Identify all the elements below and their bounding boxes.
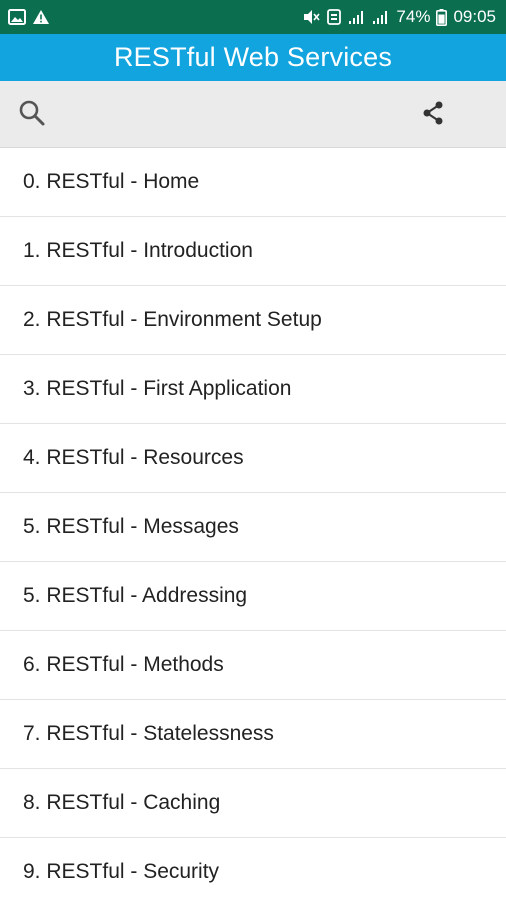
list-item-home[interactable]: 0. RESTful - Home <box>0 148 506 217</box>
list-item-label: 8. RESTful - Caching <box>23 791 221 814</box>
list-item-label: 5. RESTful - Messages <box>23 515 239 538</box>
list-item-label: 3. RESTful - First Application <box>23 377 292 400</box>
battery-percent: 74% <box>396 7 431 26</box>
list-item-statelessness[interactable]: 7. RESTful - Statelessness <box>0 700 506 769</box>
list-item-messages[interactable]: 5. RESTful - Messages <box>0 493 506 562</box>
status-bar: 74% 09:05 <box>0 0 506 34</box>
list-item-security[interactable]: 9. RESTful - Security <box>0 838 506 900</box>
mute-icon <box>302 9 321 25</box>
list-item-label: 6. RESTful - Methods <box>23 653 224 676</box>
status-right-icons: 74% 09:05 <box>302 7 496 27</box>
list-item-label: 7. RESTful - Statelessness <box>23 722 274 745</box>
list-item-label: 0. RESTful - Home <box>23 170 200 193</box>
app-title-bar: RESTful Web Services <box>0 34 506 81</box>
topic-list: 0. RESTful - Home 1. RESTful - Introduct… <box>0 148 506 900</box>
search-icon <box>18 99 46 132</box>
list-item-label: 2. RESTful - Environment Setup <box>23 308 322 331</box>
list-item-addressing[interactable]: 5. RESTful - Addressing <box>0 562 506 631</box>
list-item-label: 5. RESTful - Addressing <box>23 584 248 607</box>
list-item-first-application[interactable]: 3. RESTful - First Application <box>0 355 506 424</box>
list-item-caching[interactable]: 8. RESTful - Caching <box>0 769 506 838</box>
image-icon <box>8 9 26 25</box>
list-item-environment-setup[interactable]: 2. RESTful - Environment Setup <box>0 286 506 355</box>
signal-icon <box>348 9 366 25</box>
app-title: RESTful Web Services <box>113 42 393 72</box>
list-item-resources[interactable]: 4. RESTful - Resources <box>0 424 506 493</box>
battery-icon <box>436 8 448 26</box>
warning-icon <box>32 9 50 25</box>
list-item-label: 1. RESTful - Introduction <box>23 239 253 262</box>
signal-icon <box>372 9 390 25</box>
list-item-label: 4. RESTful - Resources <box>23 446 244 469</box>
toolbar <box>0 81 506 148</box>
list-item-label: 9. RESTful - Security <box>23 860 220 883</box>
share-button[interactable] <box>413 95 453 135</box>
list-item-introduction[interactable]: 1. RESTful - Introduction <box>0 217 506 286</box>
status-time: 09:05 <box>453 7 496 26</box>
status-left-icons <box>8 9 50 25</box>
list-item-methods[interactable]: 6. RESTful - Methods <box>0 631 506 700</box>
search-button[interactable] <box>12 95 52 135</box>
share-icon <box>420 100 446 131</box>
data-saver-icon <box>326 9 342 25</box>
